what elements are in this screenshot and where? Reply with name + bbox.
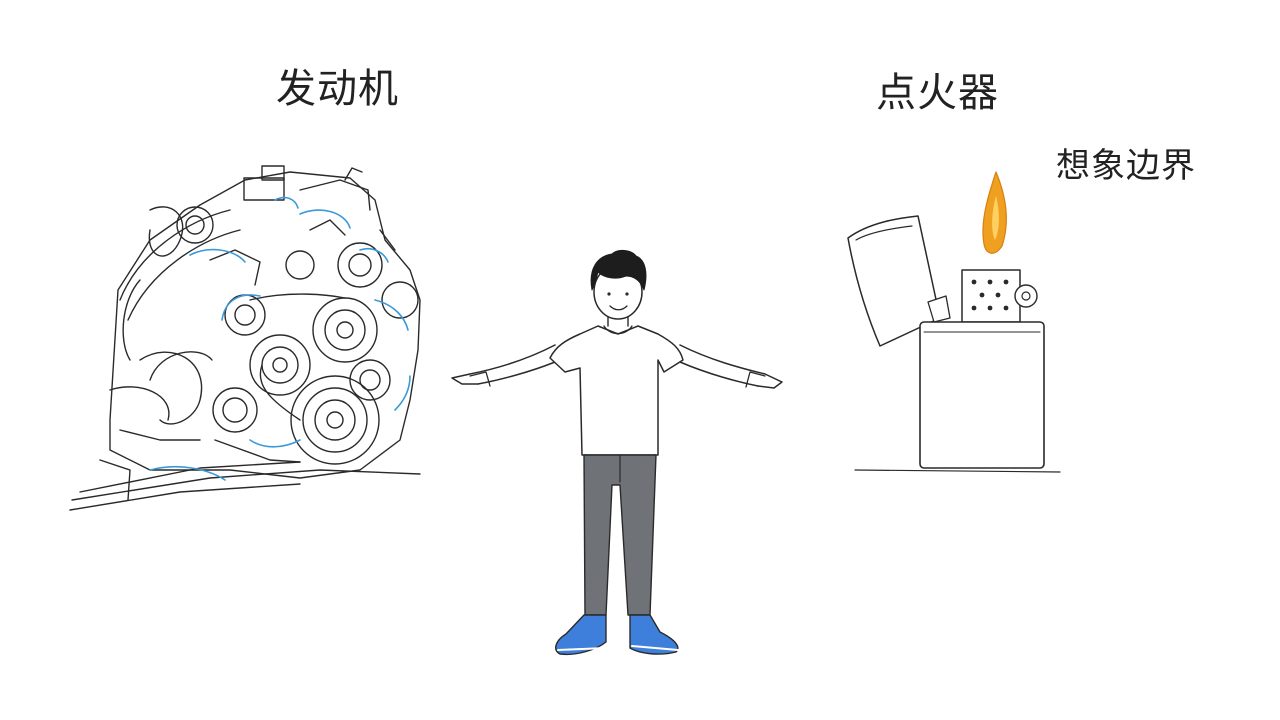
imagination-boundary-label: 想象边界 <box>1056 146 1196 186</box>
person-icon <box>451 249 783 656</box>
engine-label: 发动机 <box>276 66 399 112</box>
igniter-label: 点火器 <box>876 70 999 116</box>
lighter-icon <box>847 171 1061 473</box>
engine-icon <box>69 165 421 511</box>
engine-accent-lines <box>149 196 411 481</box>
